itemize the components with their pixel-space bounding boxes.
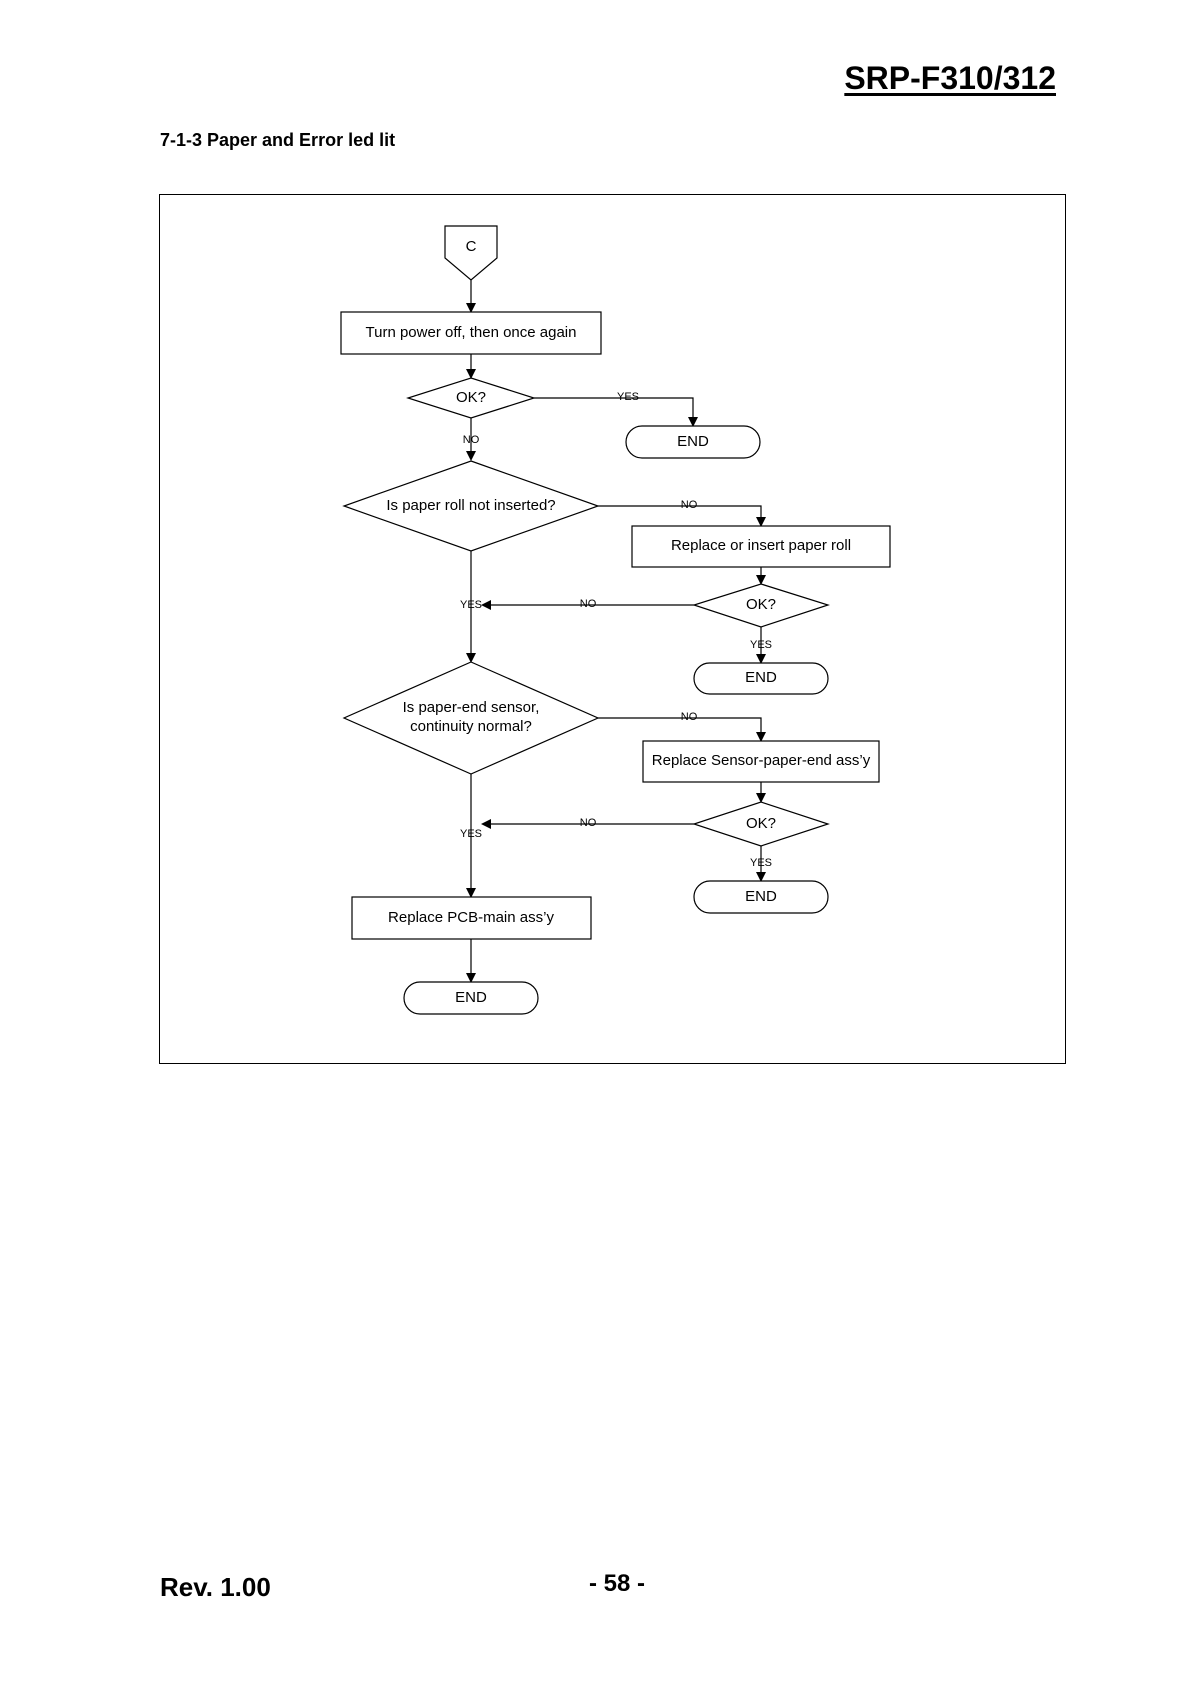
step-replace-insert-paper-roll [631,525,891,568]
step1-label: Turn power off, then once again [366,324,577,341]
step4-label: Replace PCB-main ass’y [388,909,554,926]
yes-label-5: YES [750,857,772,869]
document-model-title: SRP-F310/312 [844,60,1056,96]
connector-c-label: C [466,238,477,255]
decision2-label: Is paper roll not inserted? [386,497,555,514]
step-replace-pcb-main [351,896,592,940]
footer-page-number: - 58 - [589,1570,646,1597]
yes-label-2: YES [460,599,482,611]
decision4-no-line [598,717,766,742]
decision4-label-line2: continuity normal? [410,718,532,735]
end2-label: END [745,669,777,686]
no-label-4: NO [681,711,698,723]
step2-label: Replace or insert paper roll [671,537,851,554]
decision2-no-line [598,505,766,527]
end-terminal-2 [693,662,829,695]
decision3-label: OK? [746,596,776,613]
step3-label: Replace Sensor-paper-end ass’y [652,752,871,769]
section-heading: 7-1-3 Paper and Error led lit [160,130,396,150]
footer-revision: Rev. 1.00 [160,1572,271,1602]
decision1-yes-line [534,397,698,427]
decision5-label: OK? [746,815,776,832]
decision1-label: OK? [456,389,486,406]
yes-label-4: YES [460,828,482,840]
yes-label-1: YES [617,391,639,403]
no-label-5: NO [580,817,597,829]
no-label-2: NO [681,499,698,511]
yes-label-3: YES [750,639,772,651]
end3-label: END [745,888,777,905]
end-terminal-1 [625,425,761,459]
end1-label: END [677,433,709,450]
step-replace-sensor-paper-end [642,740,880,783]
end4-label: END [455,989,487,1006]
flowchart-frame [159,194,1066,1064]
connector-c-shape [444,225,498,281]
end-terminal-3 [693,880,829,914]
no-label-3: NO [580,598,597,610]
end-terminal-4 [403,981,539,1015]
no-label-1: NO [463,434,480,446]
decision4-label-line1: Is paper-end sensor, [403,699,540,716]
